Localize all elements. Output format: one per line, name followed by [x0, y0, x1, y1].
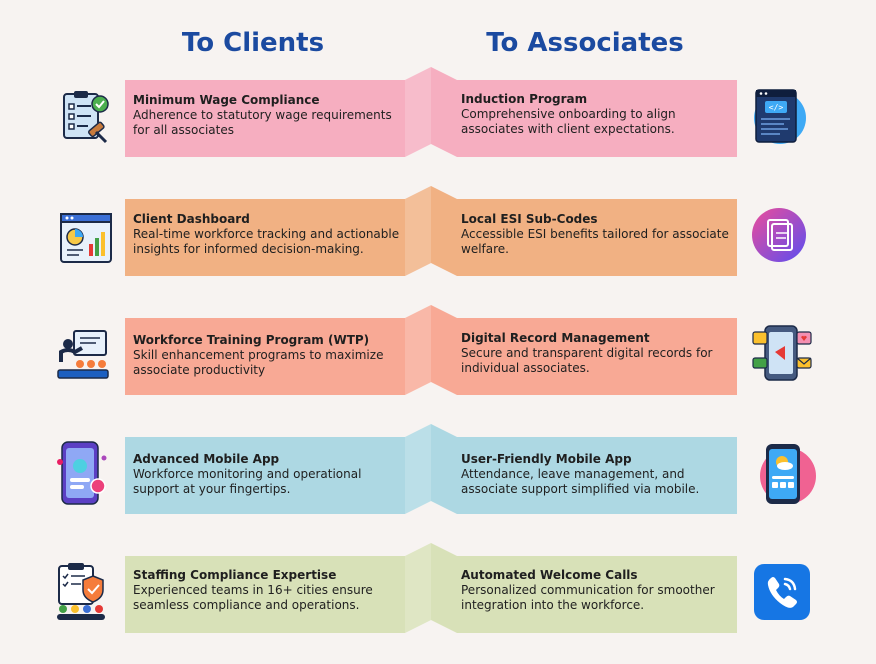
- associate-benefit: User-Friendly Mobile App Attendance, lea…: [461, 452, 735, 497]
- associate-benefit-title: User-Friendly Mobile App: [461, 452, 632, 466]
- client-benefit-description: Skill enhancement programs to maximize a…: [133, 348, 384, 377]
- client-benefit: Staffing Compliance Expertise Experience…: [133, 568, 403, 613]
- band-shape: [125, 67, 737, 157]
- training-presentation-icon: [57, 330, 109, 379]
- associate-benefit-description: Comprehensive onboarding to align associ…: [461, 107, 676, 136]
- row-band-5: Staffing Compliance Expertise Experience…: [125, 543, 737, 635]
- associate-benefit-description: Attendance, leave management, and associ…: [461, 467, 700, 496]
- associate-benefit-title: Digital Record Management: [461, 331, 650, 345]
- client-benefit-description: Real-time workforce tracking and actiona…: [133, 227, 400, 256]
- dashboard-charts-icon: [60, 213, 112, 263]
- header-to-clients: To Clients: [181, 28, 325, 58]
- client-benefit-description: Workforce monitoring and operational sup…: [133, 467, 362, 496]
- associate-benefit-title: Automated Welcome Calls: [461, 568, 638, 582]
- row-band-4: Advanced Mobile App Workforce monitoring…: [125, 424, 737, 516]
- code-window-icon: </>: [754, 89, 806, 144]
- client-benefit-title: Staffing Compliance Expertise: [133, 568, 337, 582]
- team-shield-icon: [57, 563, 105, 620]
- associate-benefit-description: Secure and transparent digital records f…: [461, 346, 713, 375]
- client-benefit-description: Experienced teams in 16+ cities ensure s…: [133, 583, 373, 612]
- associate-benefit: Local ESI Sub-Codes Accessible ESI benef…: [461, 212, 735, 257]
- client-benefit: Minimum Wage Compliance Adherence to sta…: [133, 93, 403, 138]
- row-band-3: Workforce Training Program (WTP) Skill e…: [125, 305, 737, 397]
- associate-benefit: Induction Program Comprehensive onboardi…: [461, 92, 735, 137]
- band-shape: [125, 543, 737, 633]
- associate-benefit: Automated Welcome Calls Personalized com…: [461, 568, 735, 613]
- svg-text:</>: </>: [769, 103, 784, 112]
- documents-icon: [752, 208, 806, 262]
- client-benefit: Advanced Mobile App Workforce monitoring…: [133, 452, 403, 497]
- associate-benefit: Digital Record Management Secure and tra…: [461, 331, 735, 376]
- phone-call-icon: [754, 564, 810, 620]
- client-benefit-title: Client Dashboard: [133, 212, 250, 226]
- associate-benefit-description: Personalized communication for smoother …: [461, 583, 715, 612]
- band-shape: [125, 186, 737, 276]
- compliance-checklist-gavel-icon: [63, 91, 109, 144]
- client-benefit-description: Adherence to statutory wage requirements…: [133, 108, 392, 137]
- row-band-2: Client Dashboard Real-time workforce tra…: [125, 186, 737, 278]
- mobile-app-icon: [57, 441, 107, 505]
- client-benefit-title: Workforce Training Program (WTP): [133, 333, 370, 347]
- client-benefit-title: Advanced Mobile App: [133, 452, 280, 466]
- weather-phone-icon: [760, 444, 816, 504]
- associate-benefit-title: Local ESI Sub-Codes: [461, 212, 598, 226]
- mobile-social-icon: [752, 325, 812, 381]
- band-shape: [125, 305, 737, 395]
- client-benefit: Workforce Training Program (WTP) Skill e…: [133, 333, 403, 378]
- client-benefit: Client Dashboard Real-time workforce tra…: [133, 212, 403, 257]
- client-benefit-title: Minimum Wage Compliance: [133, 93, 320, 107]
- header-to-associates: To Associates: [486, 28, 684, 58]
- row-band-1: Minimum Wage Compliance Adherence to sta…: [125, 67, 737, 159]
- associate-benefit-title: Induction Program: [461, 92, 588, 106]
- associate-benefit-description: Accessible ESI benefits tailored for ass…: [461, 227, 729, 256]
- band-shape: [125, 424, 737, 514]
